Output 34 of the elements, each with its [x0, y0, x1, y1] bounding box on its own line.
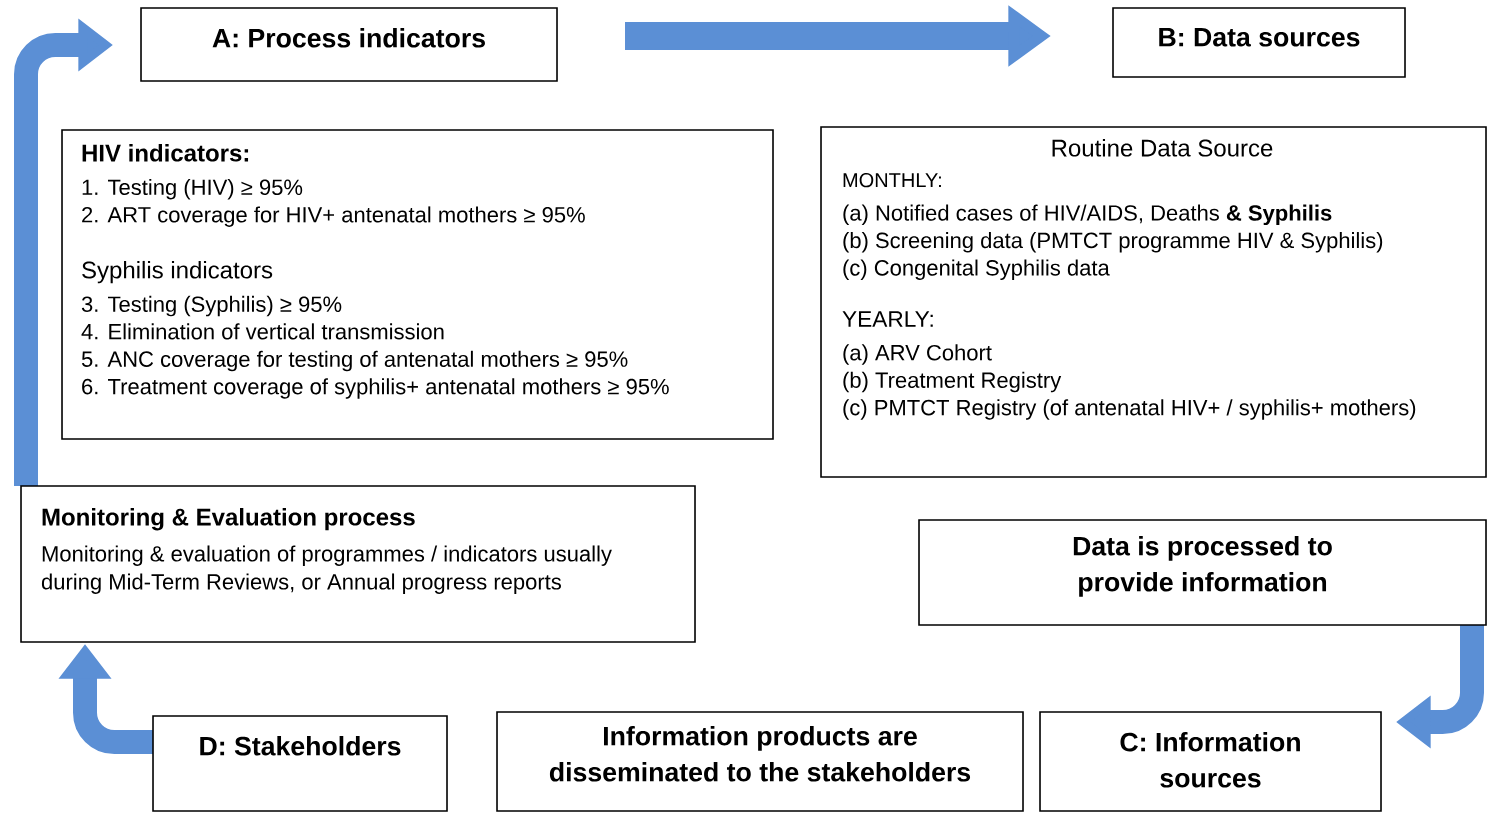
body-text: Monitoring & evaluation of programmes / indicators usually during Mid-Term Reviews, or Annual progress reports: [41, 545, 612, 594]
list-item: (c) PMTCT Registry (of antenatal HIV+ / syphilis+ mothers): [843, 399, 1416, 420]
box-title: A: Process indicators: [212, 28, 485, 48]
list-item: 1. Testing (HIV) ≥ 95%: [82, 178, 303, 200]
heading: Syphilis indicators: [82, 260, 273, 284]
list-item: 3. Testing (Syphilis) ≥ 95%: [81, 295, 342, 317]
box-title: C: Information sources: [1120, 732, 1300, 788]
process-box: [918, 519, 1487, 626]
list-item: (b) Treatment Registry: [843, 371, 1062, 393]
box-title: Data is processed to provide information: [1073, 536, 1332, 597]
title-box: [1112, 7, 1406, 78]
box-title: B: Data sources: [1159, 28, 1360, 47]
period-label: MONTHLY:: [843, 173, 941, 188]
process-box: [20, 485, 696, 643]
list-item: (c) Congenital Syphilis data: [843, 259, 1110, 280]
title-box: [152, 715, 448, 812]
period-label: YEARLY:: [842, 311, 933, 327]
box-title: Information products are disseminated to the stakeholders: [549, 726, 971, 782]
list-item: (b) Screening data (PMTCT programme HIV & Syphilis): [843, 232, 1383, 253]
list-item: 6. Treatment coverage of syphilis+ antenatal mothers ≥ 95%: [82, 378, 669, 399]
heading: HIV indicators:: [82, 144, 249, 162]
indicator-box: [61, 129, 774, 440]
list-item: 5. ANC coverage for testing of antenatal mothers ≥ 95%: [81, 350, 628, 372]
heading: Routine Data Source: [1052, 139, 1273, 157]
list-item: 4. Elimination of vertical transmission: [81, 323, 444, 340]
process-box: [496, 711, 1024, 812]
heading: Monitoring & Evaluation process: [42, 508, 415, 531]
list-item: (a) ARV Cohort: [843, 344, 992, 365]
list-item: 2. ART coverage for HIV+ antenatal mothers ≥ 95%: [82, 206, 585, 227]
box-title: D: Stakeholders: [200, 736, 401, 756]
data-source-box: [820, 126, 1487, 478]
title-box: [140, 7, 558, 82]
list-item: (a) Notified cases of HIV/AIDS, Deaths & Syphilis: [843, 204, 1332, 226]
title-box: [1039, 711, 1382, 812]
